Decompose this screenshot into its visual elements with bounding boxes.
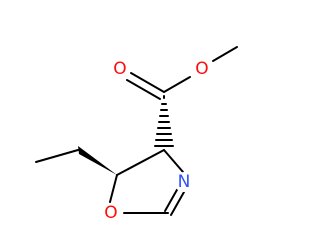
bond-c4-n bbox=[163, 149, 184, 173]
bond-n-c2-double-2 bbox=[170, 191, 185, 216]
bond-ethyl bbox=[35, 149, 79, 163]
atom-ester-oxygen: O bbox=[192, 59, 212, 79]
bond-o-c5 bbox=[109, 174, 118, 203]
bond-c4-carboxyl-hashed bbox=[154, 95, 174, 147]
bond-n-c2-double-1 bbox=[164, 187, 179, 212]
bond-c5-c4 bbox=[116, 149, 165, 176]
svg-text:O: O bbox=[113, 59, 126, 79]
svg-text:O: O bbox=[195, 59, 208, 79]
atom-ring-nitrogen: N bbox=[174, 172, 194, 192]
svg-text:N: N bbox=[178, 172, 191, 192]
bond-methyl-o bbox=[212, 46, 238, 62]
structure-canvas: O O N O bbox=[35, 46, 238, 223]
bond-carbonyl-double-2 bbox=[126, 79, 161, 100]
svg-text:O: O bbox=[104, 203, 117, 223]
molecule-drawing: O O N O bbox=[35, 46, 238, 223]
bond-c5-ethyl-wedge bbox=[78, 146, 117, 175]
bond-carbonyl-double-1 bbox=[130, 72, 165, 93]
bond-o-carbonyl bbox=[163, 76, 191, 93]
atom-ring-oxygen: O bbox=[101, 203, 121, 223]
atom-carbonyl-oxygen: O bbox=[110, 59, 130, 79]
